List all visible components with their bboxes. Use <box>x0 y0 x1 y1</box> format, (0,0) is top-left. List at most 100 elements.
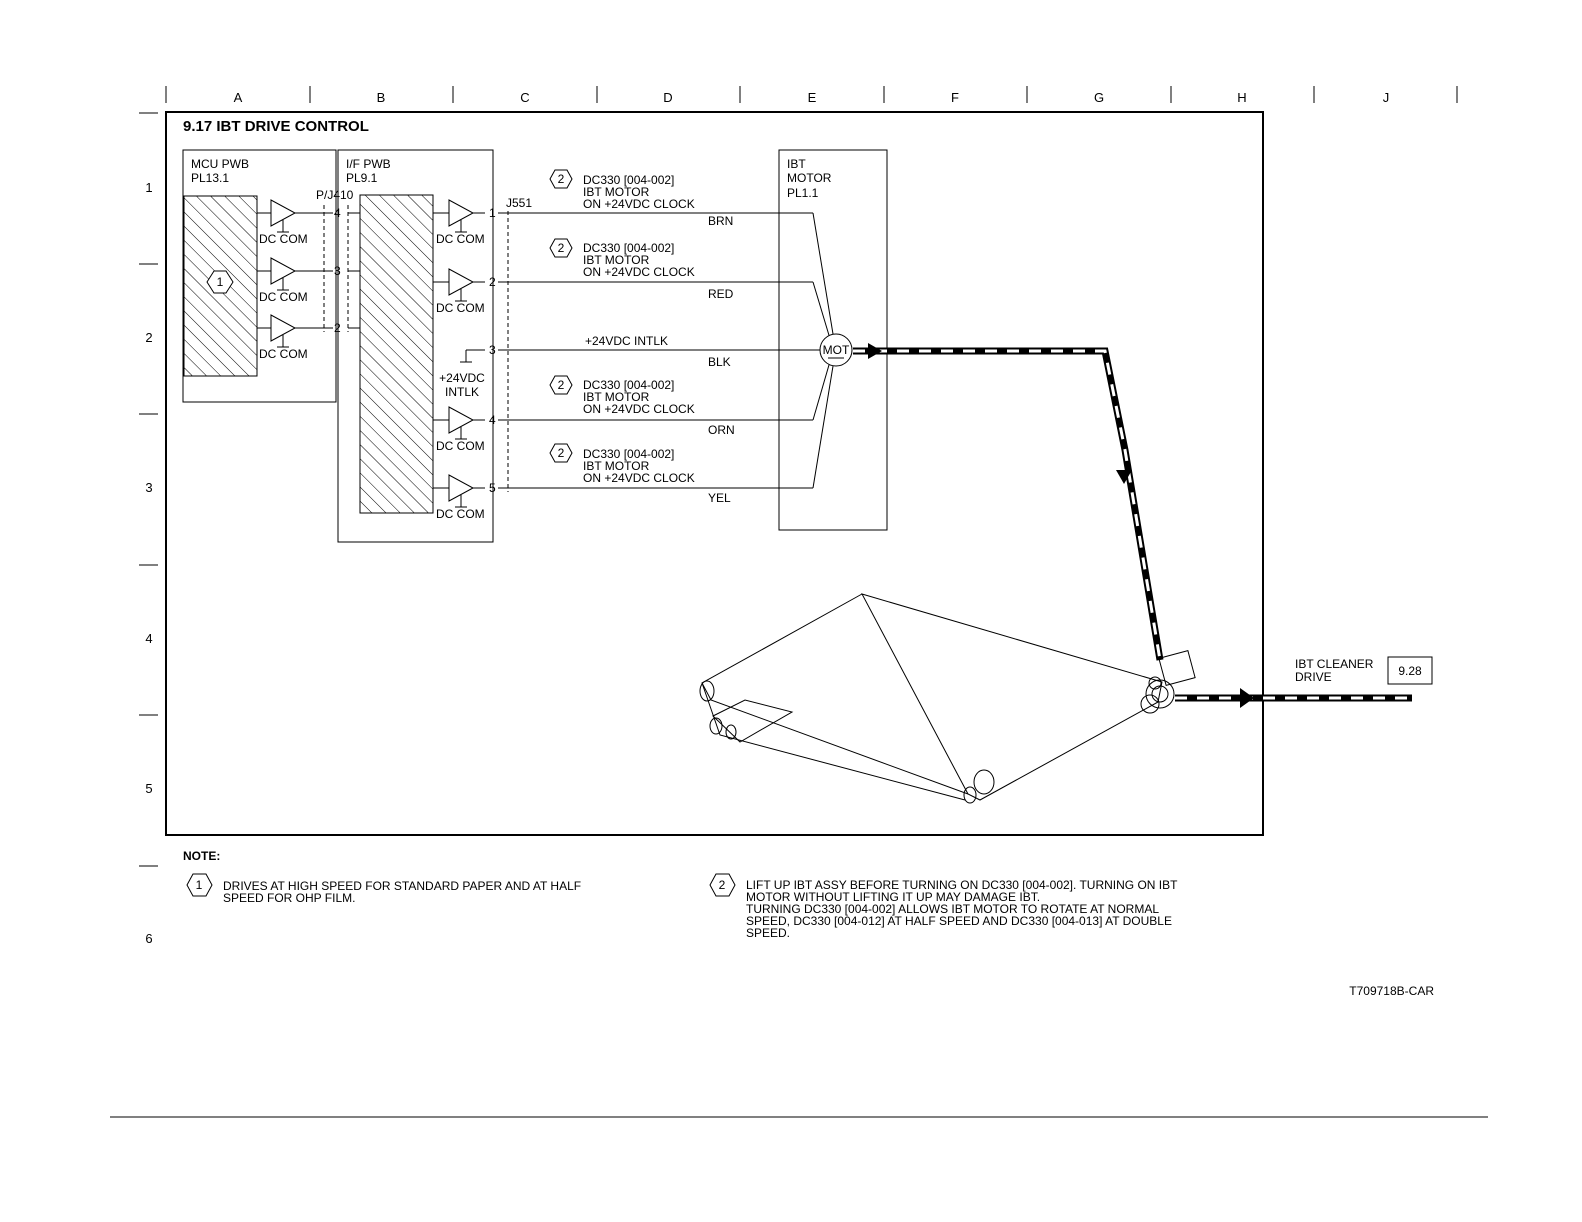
mcu-driver-1: DC COM <box>257 199 333 246</box>
mechanical-drive-path <box>853 343 1412 708</box>
grid-col-label: D <box>663 90 672 105</box>
if-driver-5: DC COM <box>433 474 485 521</box>
cross-reference-box <box>1387 656 1433 685</box>
drawing-id: T709718B-CAR <box>1349 984 1434 998</box>
motor-ref: PL1.1 <box>787 186 819 200</box>
signal-line-2: IBT MOTOR <box>583 185 650 199</box>
grid-column-labels: A B C D E F G H J <box>234 90 1390 105</box>
note-2-hex-tag <box>549 238 573 258</box>
grid-row-label: 6 <box>145 931 152 946</box>
grid-col-label: A <box>234 90 243 105</box>
note-1-hex-tag <box>206 270 234 294</box>
signal-line-3: ON +24VDC CLOCK <box>583 265 695 279</box>
grid-col-label: J <box>1383 90 1390 105</box>
wire-color-label: BLK <box>708 355 731 369</box>
signal-wires <box>498 212 835 489</box>
mcu-pwb-block: MCU PWB PL13.1 1 DC COM DC COM DC <box>182 149 337 403</box>
ibt-belt-assembly <box>699 593 1196 804</box>
note-2-line: MOTOR WITHOUT LIFTING IT UP MAY DAMAGE I… <box>746 890 1040 904</box>
dc-com-label: DC COM <box>436 232 485 246</box>
note-tag: 1 <box>196 878 203 892</box>
note-2-hex-tag <box>549 375 573 395</box>
signal-line-1: DC330 [004-002] <box>583 173 674 187</box>
grid-col-label: C <box>520 90 529 105</box>
grid-col-label: G <box>1094 90 1104 105</box>
if-driver-4: DC COM <box>433 406 485 453</box>
if-pwb-ref: PL9.1 <box>346 171 378 185</box>
notes-heading: NOTE: <box>183 849 220 863</box>
grid-row-label: 2 <box>145 330 152 345</box>
signal-line-2: IBT MOTOR <box>583 253 650 267</box>
dc-com-label: DC COM <box>259 232 308 246</box>
note-2-line: SPEED. <box>746 926 790 940</box>
mcu-pwb-name: MCU PWB <box>191 157 249 171</box>
drive-arrow <box>1240 688 1254 708</box>
if-pwb-block: I/F PWB PL9.1 DC COM DC COM +24VDC INTLK <box>337 149 496 543</box>
j551-label: J551 <box>506 196 532 210</box>
signal-annotation-orn: 2 DC330 [004-002] IBT MOTOR ON +24VDC CL… <box>549 375 735 437</box>
if-intlk-supply: +24VDC INTLK <box>439 349 485 399</box>
grid-row-label: 4 <box>145 631 152 646</box>
motor-symbol-label: MOT <box>823 343 850 357</box>
if-driver-1: DC COM <box>433 199 485 246</box>
motor-name-line-2: MOTOR <box>787 171 832 185</box>
j551-connector: J551 <box>506 196 532 492</box>
mcu-driver-3: DC COM <box>257 314 333 361</box>
dc-com-label: DC COM <box>259 347 308 361</box>
signal-tag: 2 <box>558 446 565 460</box>
signal-line-2: IBT MOTOR <box>583 390 650 404</box>
signal-tag: 2 <box>558 172 565 186</box>
signal-annotation-brn: 2 DC330 [004-002] IBT MOTOR ON +24VDC CL… <box>549 169 733 228</box>
grid-row-label: 3 <box>145 480 152 495</box>
drive-arrow <box>1116 470 1132 484</box>
signal-tag: 2 <box>558 378 565 392</box>
grid-col-label: B <box>377 90 386 105</box>
note-1-line: DRIVES AT HIGH SPEED FOR STANDARD PAPER … <box>223 879 581 893</box>
note-2-hex-tag <box>709 873 736 897</box>
signal-line-3: ON +24VDC CLOCK <box>583 197 695 211</box>
grid-row-label: 1 <box>145 180 152 195</box>
note-tag: 2 <box>719 878 726 892</box>
if-pin: 3 <box>489 343 496 357</box>
dc-com-label: DC COM <box>259 290 308 304</box>
dc-com-label: DC COM <box>436 301 485 315</box>
notes-section: NOTE: 1 DRIVES AT HIGH SPEED FOR STANDAR… <box>183 849 1178 940</box>
drive-arrow <box>868 343 882 359</box>
mcu-driver-2: DC COM <box>257 257 333 304</box>
note-1-hex-tag <box>186 873 213 897</box>
note-2-hex-tag <box>549 169 573 189</box>
signal-line-2: IBT MOTOR <box>583 459 650 473</box>
ibt-motor-block: IBT MOTOR PL1.1 MOT <box>778 149 888 531</box>
signal-line-3: ON +24VDC CLOCK <box>583 402 695 416</box>
note-2-line: TURNING DC330 [004-002] ALLOWS IBT MOTOR… <box>746 902 1159 916</box>
grid-row-labels: 1 2 3 4 5 6 <box>145 180 152 946</box>
note-1-tag-label: 1 <box>217 275 224 289</box>
note-2-hex-tag <box>549 443 573 463</box>
intlk-supply-line-1: +24VDC <box>439 371 485 385</box>
if-pin: 4 <box>489 413 496 427</box>
signal-annotation-yel: 2 DC330 [004-002] IBT MOTOR ON +24VDC CL… <box>549 443 731 505</box>
cleaner-drive-line-1: IBT CLEANER <box>1295 657 1374 671</box>
pj410-label: P/J410 <box>316 188 354 202</box>
dc-com-label: DC COM <box>436 439 485 453</box>
grid-col-label: F <box>951 90 959 105</box>
wire-color-label: BRN <box>708 214 733 228</box>
grid-row-ticks <box>139 112 158 867</box>
if-pin: 2 <box>489 275 496 289</box>
signal-tag: 2 <box>558 241 565 255</box>
wire-color-label: RED <box>708 287 734 301</box>
cross-reference-label: 9.28 <box>1398 664 1422 678</box>
grid-col-label: H <box>1237 90 1246 105</box>
diagram-title: 9.17 IBT DRIVE CONTROL <box>183 118 369 135</box>
intlk-supply-line-2: INTLK <box>445 385 479 399</box>
signal-line-3: ON +24VDC CLOCK <box>583 471 695 485</box>
note-1-line: SPEED FOR OHP FILM. <box>223 891 355 905</box>
mcu-pwb-ref: PL13.1 <box>191 171 229 185</box>
if-pin: 1 <box>489 206 496 220</box>
signal-annotation-red: 2 DC330 [004-002] IBT MOTOR ON +24VDC CL… <box>549 238 734 301</box>
intlk-signal-label: +24VDC INTLK <box>585 334 668 348</box>
if-pin: 5 <box>489 481 496 495</box>
grid-column-ticks <box>165 86 1458 103</box>
motor-name-line-1: IBT <box>787 157 806 171</box>
